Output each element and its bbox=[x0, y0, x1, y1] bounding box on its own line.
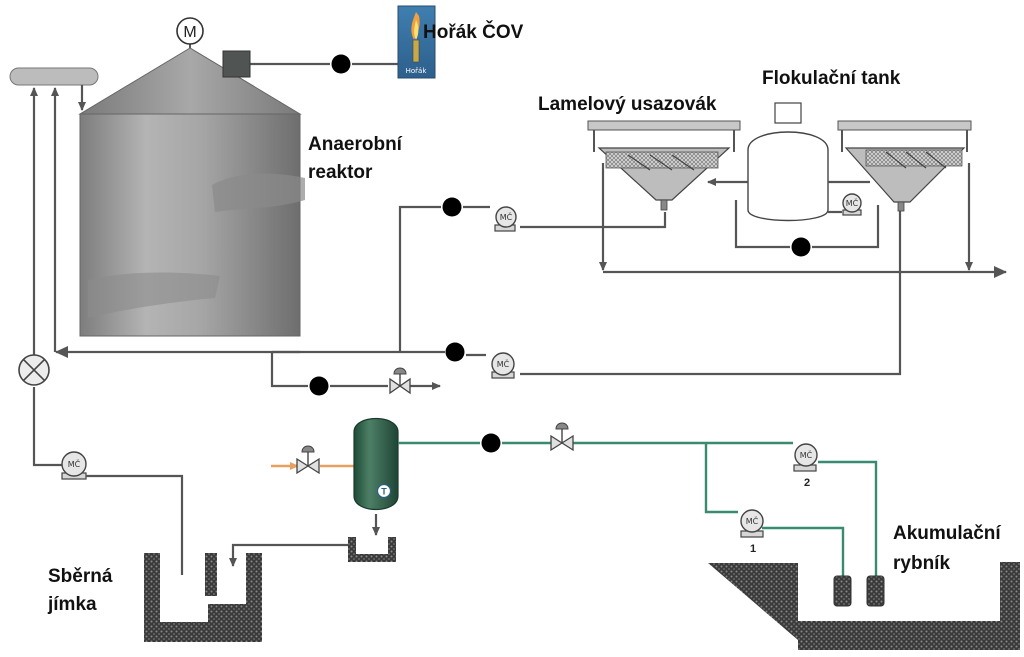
control-valve-icon[interactable] bbox=[296, 445, 320, 475]
tray-to-sump-pipe bbox=[229, 543, 355, 567]
svg-text:MČ: MČ bbox=[497, 358, 510, 369]
pump-number-2: 2 bbox=[804, 477, 810, 489]
settler2-sludge-line bbox=[520, 210, 902, 376]
intake-basket-2 bbox=[866, 575, 885, 607]
drain-branch bbox=[270, 352, 308, 388]
pond-label-line1: Akumulační bbox=[893, 523, 1001, 544]
green-branch-pipe bbox=[704, 443, 738, 514]
pump-icon[interactable]: MČ bbox=[740, 509, 764, 538]
flocculation-tank bbox=[747, 102, 829, 222]
motor-icon: M bbox=[176, 17, 204, 45]
control-valve-icon[interactable] bbox=[550, 422, 574, 452]
svg-text:MČ: MČ bbox=[500, 211, 513, 222]
svg-text:MČ: MČ bbox=[800, 449, 813, 460]
anaerobic-reactor bbox=[78, 47, 305, 337]
svg-text:MČ: MČ bbox=[746, 515, 759, 526]
floc-bypass-right bbox=[812, 205, 880, 249]
accumulation-pond bbox=[708, 562, 1020, 650]
pond-label-line2: rybník bbox=[893, 553, 951, 574]
sump-suction-pipe bbox=[86, 474, 184, 575]
sump-riser-lower bbox=[32, 387, 70, 467]
pump1-discharge-pipe bbox=[762, 526, 845, 577]
lamella-settler-2 bbox=[837, 120, 972, 212]
floc-bypass-left bbox=[734, 200, 790, 249]
valve-icon[interactable] bbox=[481, 433, 501, 453]
gas-header bbox=[9, 67, 99, 86]
pump-icon[interactable]: MČ bbox=[793, 443, 818, 472]
intake-basket-1 bbox=[833, 575, 852, 607]
burner-icon: Hořák bbox=[397, 5, 436, 79]
valve-icon[interactable] bbox=[791, 237, 811, 257]
sump-label-line2: jímka bbox=[48, 594, 97, 615]
lamella-settler-1 bbox=[587, 120, 741, 211]
valve-icon[interactable] bbox=[445, 342, 465, 362]
valve-icon[interactable] bbox=[18, 354, 50, 386]
drain-tray bbox=[348, 537, 396, 562]
svg-text:MČ: MČ bbox=[68, 458, 81, 469]
sludge-return-pipe bbox=[520, 212, 667, 229]
svg-text:M: M bbox=[183, 24, 196, 41]
pump-icon[interactable]: MČ bbox=[842, 193, 862, 216]
collection-sump bbox=[144, 553, 262, 642]
reactor-outlet-pipe bbox=[398, 205, 441, 352]
svg-text:MČ: MČ bbox=[846, 197, 859, 208]
reactor-label-line1: Anaerobní bbox=[308, 134, 402, 155]
thermometer-icon: T bbox=[376, 483, 392, 499]
valve-icon[interactable] bbox=[309, 376, 329, 396]
gas-outlet-box bbox=[222, 50, 251, 78]
svg-text:Hořák: Hořák bbox=[406, 67, 428, 75]
flocculation-tank-label: Flokulační tank bbox=[762, 68, 901, 89]
pump-icon[interactable]: MČ bbox=[494, 206, 517, 232]
burner-label: Hořák ČOV bbox=[423, 22, 524, 43]
buffer-tank bbox=[353, 418, 399, 510]
pump2-discharge-pipe bbox=[818, 460, 878, 577]
svg-text:T: T bbox=[381, 487, 387, 497]
pump-number-1: 1 bbox=[750, 543, 756, 555]
control-valve-icon[interactable] bbox=[389, 367, 411, 395]
lamella-settler-label: Lamelový usazovák bbox=[538, 94, 717, 115]
pump-icon[interactable]: MČ bbox=[61, 451, 87, 480]
reactor-label-line2: reaktor bbox=[308, 162, 373, 183]
pump-icon[interactable]: MČ bbox=[491, 352, 515, 379]
valve-icon[interactable] bbox=[442, 197, 462, 217]
valve-icon[interactable] bbox=[331, 54, 351, 74]
sump-label-line1: Sběrná bbox=[48, 566, 113, 587]
